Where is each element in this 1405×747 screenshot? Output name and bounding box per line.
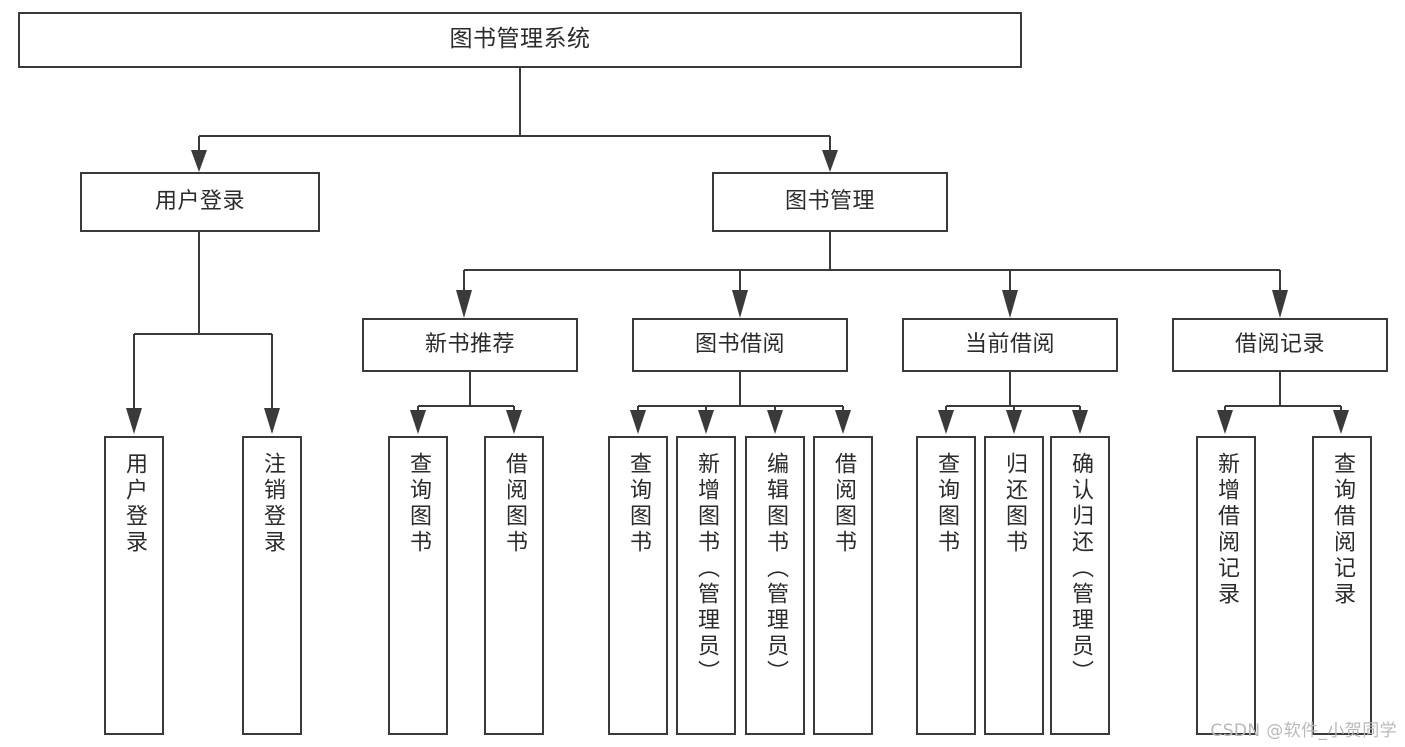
leaf-current-query-book[interactable]: 查询图书	[916, 436, 976, 735]
node-user-login-label: 用户登录	[154, 188, 245, 214]
arrowhead-borrow-query	[630, 410, 646, 434]
leaf-newbooks-query-book[interactable]: 查询图书	[388, 436, 448, 735]
node-book-management-label: 图书管理	[784, 188, 875, 214]
arrowhead-leaf-logout	[264, 408, 280, 434]
arrowhead-newbooks-borrow	[506, 410, 522, 434]
arrowhead-new-books	[456, 290, 472, 318]
leaf-borrow-edit-book[interactable]: 编辑图书（管理员）	[745, 436, 805, 735]
arrowhead-newbooks-query	[410, 410, 426, 434]
arrowhead-borrow-edit	[767, 410, 783, 434]
arrowhead-leaf-user-login	[126, 408, 142, 434]
leaf-newbooks-borrow-book[interactable]: 借阅图书	[484, 436, 544, 735]
leaf-records-add-record[interactable]: 新增借阅记录	[1196, 436, 1256, 735]
leaf-borrow-lend-book-label: 借阅图书	[831, 452, 856, 556]
node-new-book-recommend-label: 新书推荐	[424, 331, 515, 357]
arrowhead-records-query	[1333, 410, 1349, 434]
node-borrow-records[interactable]: 借阅记录	[1172, 318, 1388, 372]
leaf-newbooks-borrow-book-label: 借阅图书	[502, 452, 527, 556]
arrowhead-records-add	[1217, 410, 1233, 434]
arrowhead-book-mgmt	[822, 150, 838, 172]
leaf-user-login-label: 用户登录	[122, 452, 147, 556]
leaf-records-query-record-label: 查询借阅记录	[1330, 452, 1355, 608]
leaf-current-confirm-return-label: 确认归还（管理员）	[1068, 452, 1093, 686]
arrowhead-current-borrow	[1002, 290, 1018, 318]
node-new-book-recommend[interactable]: 新书推荐	[362, 318, 578, 372]
node-book-management[interactable]: 图书管理	[712, 172, 948, 232]
leaf-current-confirm-return[interactable]: 确认归还（管理员）	[1050, 436, 1110, 735]
arrowhead-borrow-lend	[835, 410, 851, 434]
leaf-records-query-record[interactable]: 查询借阅记录	[1312, 436, 1372, 735]
node-current-borrow[interactable]: 当前借阅	[902, 318, 1118, 372]
arrowhead-current-confirm	[1072, 410, 1088, 434]
node-root-system[interactable]: 图书管理系统	[18, 12, 1022, 68]
leaf-borrow-add-book-label: 新增图书（管理员）	[694, 452, 719, 686]
leaf-borrow-add-book[interactable]: 新增图书（管理员）	[676, 436, 736, 735]
leaf-logout[interactable]: 注销登录	[242, 436, 302, 735]
leaf-borrow-query-book-label: 查询图书	[626, 452, 651, 556]
leaf-current-return-book[interactable]: 归还图书	[984, 436, 1044, 735]
arrowhead-book-borrow	[732, 290, 748, 318]
node-book-borrow[interactable]: 图书借阅	[632, 318, 848, 372]
arrowhead-current-query	[938, 410, 954, 434]
arrowhead-current-return	[1006, 410, 1022, 434]
csdn-watermark: CSDN @软件_小贺同学	[1210, 721, 1397, 741]
node-root-system-label: 图书管理系统	[449, 26, 591, 53]
node-borrow-records-label: 借阅记录	[1234, 331, 1325, 357]
leaf-records-add-record-label: 新增借阅记录	[1214, 452, 1239, 608]
leaf-borrow-edit-book-label: 编辑图书（管理员）	[763, 452, 788, 686]
leaf-current-return-book-label: 归还图书	[1002, 452, 1027, 556]
leaf-logout-label: 注销登录	[260, 452, 285, 556]
leaf-borrow-query-book[interactable]: 查询图书	[608, 436, 668, 735]
node-user-login[interactable]: 用户登录	[80, 172, 320, 232]
leaf-current-query-book-label: 查询图书	[934, 452, 959, 556]
leaf-user-login[interactable]: 用户登录	[104, 436, 164, 735]
node-current-borrow-label: 当前借阅	[964, 331, 1055, 357]
arrowhead-borrow-records	[1272, 290, 1288, 318]
leaf-newbooks-query-book-label: 查询图书	[406, 452, 431, 556]
leaf-borrow-lend-book[interactable]: 借阅图书	[813, 436, 873, 735]
arrowhead-user-login	[191, 150, 207, 172]
arrowhead-borrow-add	[698, 410, 714, 434]
node-book-borrow-label: 图书借阅	[694, 331, 785, 357]
